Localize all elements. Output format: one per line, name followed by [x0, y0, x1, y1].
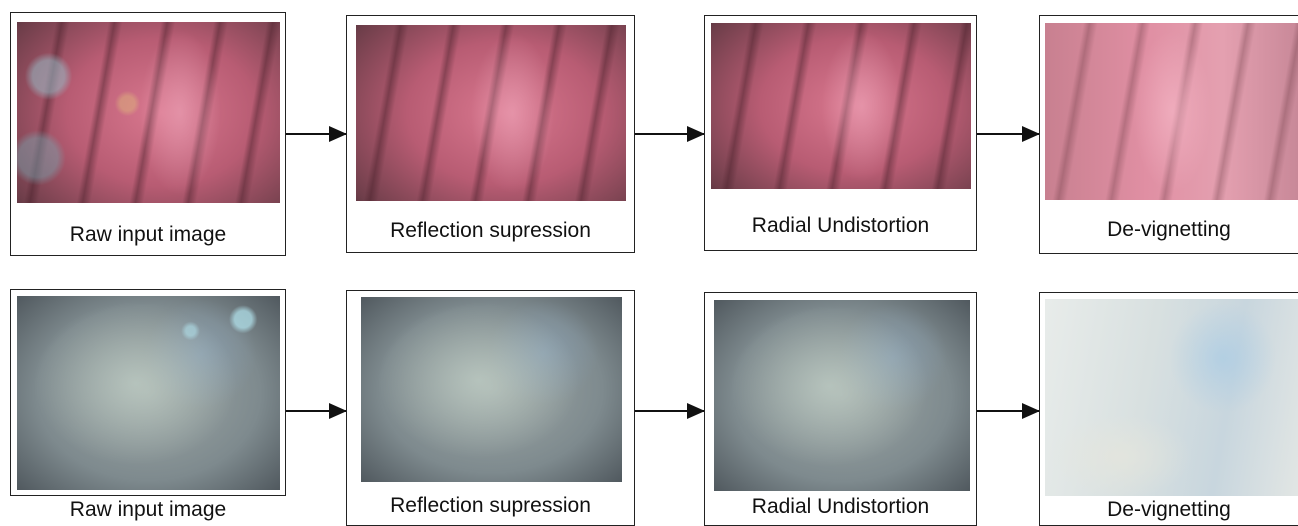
stage-panel-reflection-suppression: Reflection supression	[346, 15, 635, 253]
raw-input-image	[17, 22, 280, 203]
stage-caption: Raw input image	[10, 498, 286, 522]
stage-panel-reflection-suppression: Reflection supression	[346, 290, 635, 526]
stage-panel-raw-input: Raw input image	[10, 12, 286, 256]
reflection-suppressed-image	[361, 297, 622, 482]
stage-panel-de-vignetting: De-vignetting	[1039, 292, 1298, 526]
stage-caption: De-vignetting	[1040, 498, 1298, 522]
stage-panel-radial-undistortion: Radial Undistortion	[704, 292, 977, 526]
radial-undistorted-image	[711, 23, 971, 189]
stage-caption: Radial Undistortion	[705, 495, 976, 519]
de-vignetted-image	[1045, 23, 1298, 200]
stage-caption: Radial Undistortion	[705, 214, 976, 238]
stage-panel-radial-undistortion: Radial Undistortion	[704, 15, 977, 251]
de-vignetted-image	[1045, 299, 1298, 496]
stage-panel-de-vignetting: De-vignetting	[1039, 15, 1298, 254]
reflection-suppressed-image	[356, 25, 626, 201]
stage-panel-raw-input	[10, 289, 286, 496]
stage-caption: De-vignetting	[1040, 218, 1298, 242]
radial-undistorted-image	[714, 300, 970, 491]
stage-caption: Reflection supression	[347, 494, 634, 518]
raw-input-image	[17, 296, 280, 490]
stage-caption: Reflection supression	[347, 219, 634, 243]
stage-caption: Raw input image	[11, 223, 285, 247]
